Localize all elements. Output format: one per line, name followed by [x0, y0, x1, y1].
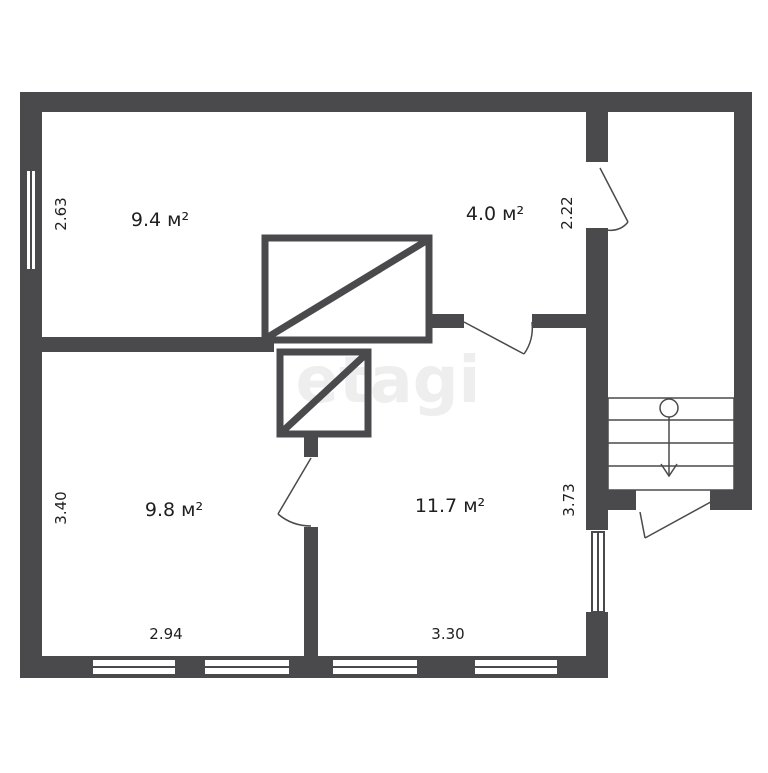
window-bottom-4 — [473, 658, 559, 676]
door-middle — [463, 321, 534, 355]
wall-annex-bottom — [710, 490, 752, 510]
dimension-bottom-right-height: 3.73 — [560, 483, 578, 516]
dimension-bottom-left-height: 3.40 — [52, 491, 70, 524]
dimension-top-right-height: 2.22 — [558, 196, 576, 229]
dimension-bottom-right-width: 3.30 — [431, 625, 464, 643]
wall-inner-horizontal-left — [42, 337, 274, 352]
doors — [277, 167, 719, 539]
wall-right-annex — [734, 92, 752, 510]
door-top-right — [599, 167, 629, 232]
window-left — [25, 169, 37, 271]
dimension-top-left-height: 2.63 — [52, 197, 70, 230]
watermark-text: etagi — [296, 344, 481, 418]
shaft-lower — [276, 348, 372, 438]
shaft-upper-diagonal — [266, 238, 428, 340]
window-right — [591, 531, 605, 613]
wall-inner-horizontal-mid — [428, 314, 464, 328]
wall-top — [20, 92, 752, 112]
wall-inner-horizontal-right — [532, 314, 588, 328]
room-area-bottom-left: 9.8 м² — [145, 499, 203, 521]
shaft-lower-diagonal — [280, 352, 368, 434]
window-bottom-3 — [331, 658, 419, 676]
shaft-upper — [261, 234, 433, 344]
windows — [25, 169, 605, 676]
window-bottom-2 — [203, 658, 291, 676]
door-annex — [639, 497, 719, 539]
window-bottom-1 — [91, 658, 177, 676]
wall-inner-vertical-top — [304, 435, 318, 457]
dimension-bottom-left-width: 2.94 — [149, 625, 182, 643]
wall-inner-vertical — [304, 527, 318, 678]
shafts — [261, 234, 433, 438]
wall-partition-top — [586, 92, 608, 162]
arrow-down-icon — [660, 417, 678, 478]
room-area-bottom-right: 11.7 м² — [415, 495, 485, 517]
wall-partition-middle — [586, 228, 608, 530]
wall-partition-bottom — [586, 612, 608, 678]
room-area-top-right: 4.0 м² — [466, 203, 524, 225]
room-area-top-left: 9.4 м² — [131, 209, 189, 231]
stairs-icon — [607, 397, 735, 491]
wall-annex-bottom-left — [608, 490, 636, 510]
door-bottom-left — [277, 457, 312, 527]
